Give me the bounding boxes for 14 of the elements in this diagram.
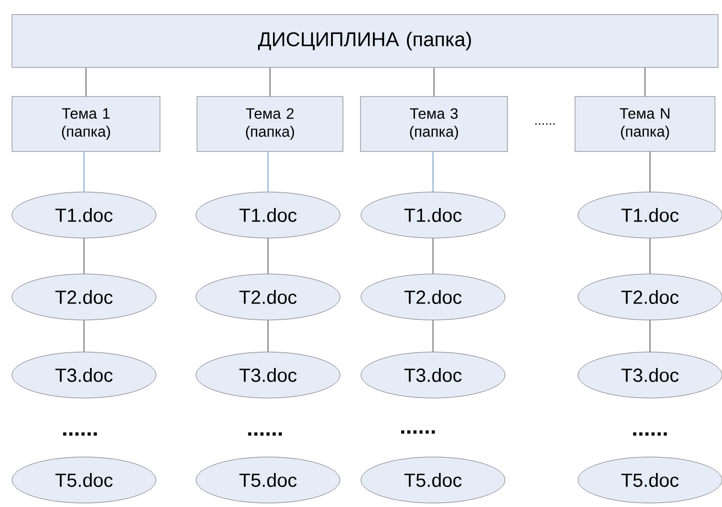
connector-line [432,151,434,192]
ellipsis-mark: ...... [401,430,435,434]
connector-line [644,67,646,97]
folder-box: Тема N (папка) [574,96,716,152]
connector-line [432,320,434,352]
folder-box: Тема 3 (папка) [360,96,508,152]
ellipsis-mark: ...... [248,432,282,436]
discipline-box: ДИСЦИПЛИНА (папка) [12,14,718,68]
connector-line [432,238,434,274]
ellipsis-mark: ...... [535,123,555,125]
ellipsis-mark: ...... [63,432,97,436]
folder-box: Тема 2 (папка) [196,96,344,152]
ellipsis-mark: ...... [633,432,667,436]
folder-box: Тема 1 (папка) [12,96,160,152]
